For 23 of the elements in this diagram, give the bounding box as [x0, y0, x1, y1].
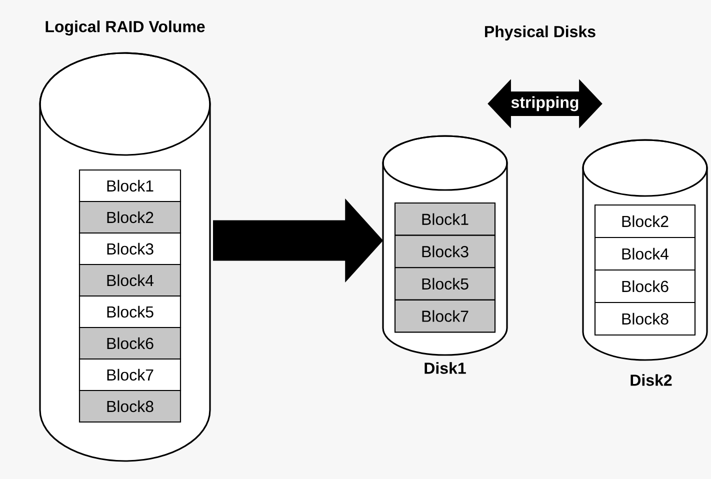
block-box: Block2 [594, 204, 696, 238]
heading: Disk2 [630, 374, 672, 386]
block-box: Block8 [78, 390, 182, 423]
block-box: Block8 [594, 302, 696, 336]
edge-label: stripping [511, 96, 578, 112]
block-box: Block1 [394, 202, 496, 236]
block-box: Block4 [594, 236, 696, 271]
heading: Logical RAID Volume [46, 20, 205, 36]
block-box: Block3 [394, 234, 496, 268]
block-box: Block2 [78, 200, 182, 234]
block-box: Block1 [78, 169, 182, 202]
block-arrow [213, 198, 384, 283]
block-box: Block7 [78, 358, 182, 392]
block-box: Block5 [394, 267, 496, 300]
block-box: Block4 [78, 264, 182, 297]
block-arrow [488, 79, 602, 128]
block-box: Block6 [78, 326, 182, 360]
block-box: Block3 [78, 232, 182, 266]
block-box: Block5 [78, 295, 182, 328]
heading: Physical Disks [485, 26, 596, 40]
block-box: Block6 [594, 269, 696, 304]
block-box: Block7 [394, 299, 496, 333]
heading: Disk1 [424, 362, 466, 374]
